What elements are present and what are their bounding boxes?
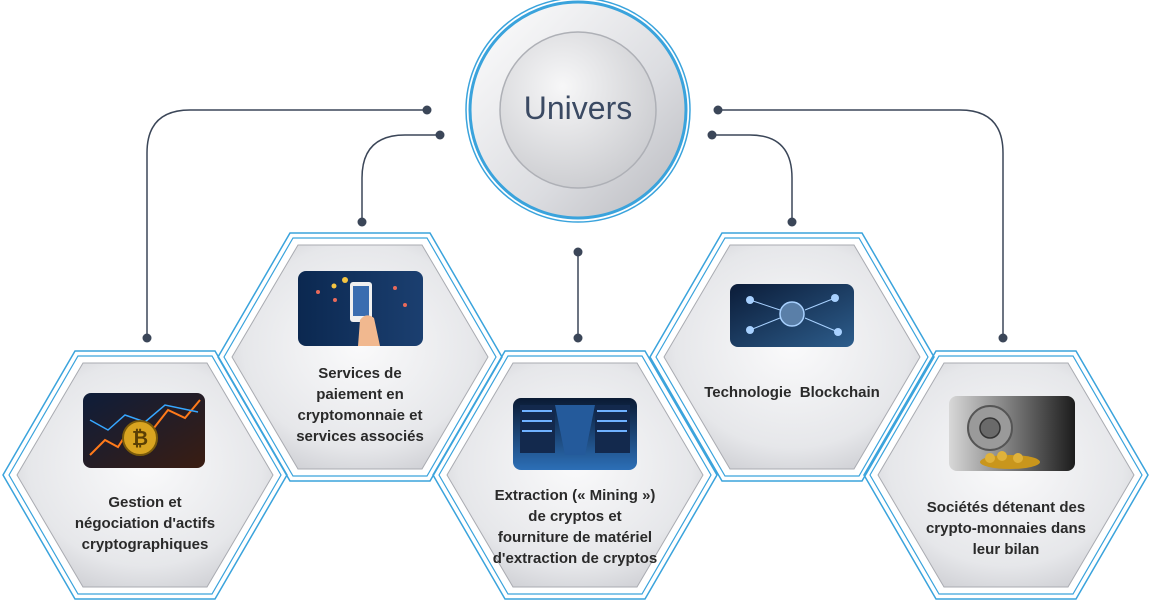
label-line: cryptographiques bbox=[81, 535, 209, 553]
dot bbox=[713, 105, 723, 115]
hex-label-societes: Sociétés détenant des crypto-monnaies da… bbox=[899, 496, 1113, 560]
vault-coins-icon bbox=[949, 396, 1075, 471]
dot bbox=[707, 130, 717, 140]
label-line: négociation d'actifs bbox=[74, 514, 216, 532]
dot bbox=[573, 333, 583, 343]
label-line: fourniture de matériel bbox=[497, 529, 653, 546]
hex-mining bbox=[432, 350, 718, 600]
label-line: services associés bbox=[296, 428, 424, 445]
dot bbox=[142, 333, 152, 343]
server-room-icon bbox=[513, 398, 637, 470]
label-line: crypto-monnaies dans bbox=[925, 519, 1087, 537]
label-line: Sociétés détenant des bbox=[926, 498, 1086, 516]
connector-blockchain bbox=[712, 134, 793, 222]
hex-label-paiement: Services de paiement en cryptomonnaie et… bbox=[255, 362, 465, 448]
label-line: Services de bbox=[318, 365, 402, 382]
connector-paiement bbox=[361, 134, 440, 222]
connector-gestion bbox=[146, 109, 427, 338]
dot bbox=[435, 130, 445, 140]
hex-label-mining: Extraction (« Mining ») de cryptos et fo… bbox=[465, 484, 685, 570]
connectors bbox=[146, 109, 1004, 338]
label-line: paiement en bbox=[316, 386, 404, 403]
hex-gestion bbox=[2, 350, 288, 600]
hex-label-gestion: Gestion et négociation d'actifs cryptogr… bbox=[40, 488, 250, 558]
center-title: Univers bbox=[523, 89, 633, 126]
hex-paiement bbox=[217, 232, 503, 482]
dot bbox=[422, 105, 432, 115]
dot bbox=[787, 217, 797, 227]
center-node bbox=[465, 0, 691, 223]
hex-blockchain bbox=[649, 232, 935, 482]
blockchain-network-icon bbox=[730, 284, 854, 347]
label-line: Extraction (« Mining ») bbox=[494, 487, 656, 504]
label-line: Technologie Blockchain bbox=[704, 383, 880, 401]
dot bbox=[357, 217, 367, 227]
connector-societes bbox=[718, 109, 1004, 338]
connector-dots bbox=[142, 105, 1008, 343]
hex-label-blockchain: Technologie Blockchain bbox=[682, 380, 902, 404]
label-line: cryptomonnaie et bbox=[297, 407, 423, 424]
hex-societes bbox=[863, 350, 1149, 600]
dot bbox=[998, 333, 1008, 343]
label-line: d'extraction de cryptos bbox=[492, 550, 658, 567]
bitcoin-chart-icon: ₿ bbox=[83, 393, 205, 468]
svg-text:₿: ₿ bbox=[132, 426, 148, 450]
label-line: leur bilan bbox=[972, 540, 1040, 558]
mobile-payment-map-icon bbox=[298, 271, 423, 346]
dot bbox=[573, 247, 583, 257]
label-line: Gestion et bbox=[108, 493, 182, 511]
label-line: de cryptos et bbox=[528, 508, 622, 525]
